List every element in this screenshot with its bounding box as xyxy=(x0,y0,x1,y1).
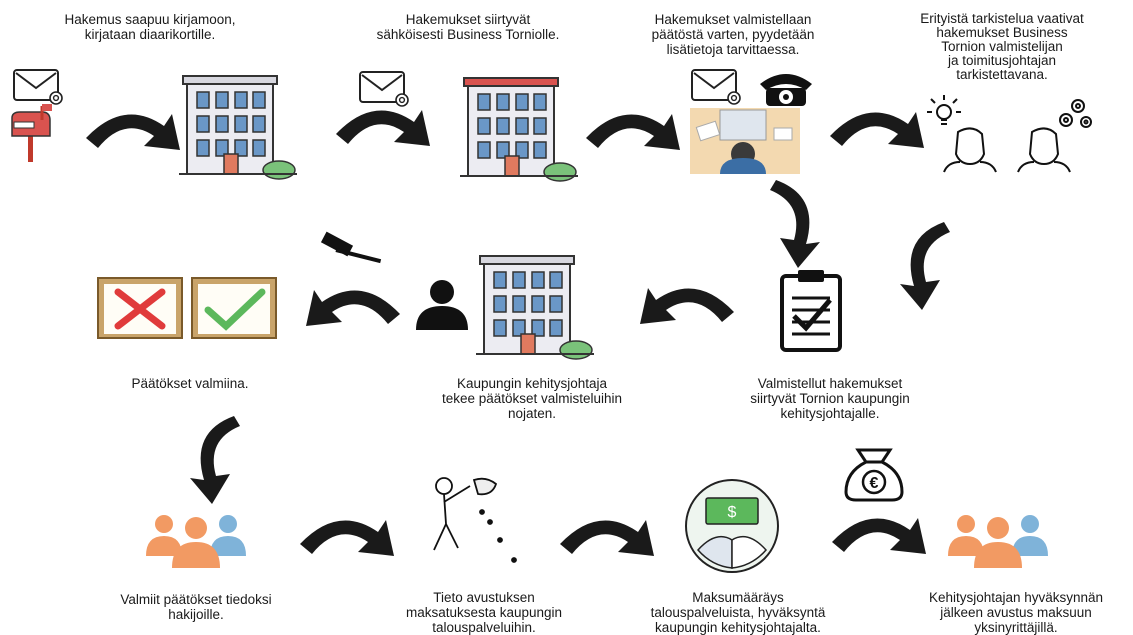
arrow-down-icon xyxy=(190,416,240,504)
step-9-line-2: maksatuksesta kaupungin xyxy=(405,605,563,620)
step-8-caption: Valmiit päätökset tiedoksi hakijoille. xyxy=(120,592,271,622)
step-6-line-2: tekee päätökset valmisteluihin xyxy=(441,391,623,406)
gavel-icon xyxy=(320,231,382,264)
email-icon xyxy=(359,71,409,107)
step-1-line-2: kirjataan diaarikortille. xyxy=(84,27,216,42)
step-2-line-2: sähköisesti Business Torniolle. xyxy=(376,27,560,42)
arrow-right-icon xyxy=(832,518,926,554)
step-4-line-2: hakemukset Business xyxy=(936,25,1068,40)
arrow-right-icon xyxy=(830,112,924,148)
lightbulb-icon xyxy=(927,95,961,125)
step-5-line-3: kehitysjohtajalle. xyxy=(780,406,880,421)
building-icon xyxy=(475,255,595,360)
euro-money-bag-icon: € xyxy=(844,448,904,502)
step-3-line-2: päätöstä varten, pyydetään xyxy=(651,27,815,42)
arrow-right-icon xyxy=(560,520,654,556)
step-6-line-1: Kaupungin kehitysjohtaja xyxy=(456,376,608,391)
step-5-line-1: Valmistellut hakemukset xyxy=(757,376,903,391)
process-artwork: $ € xyxy=(11,69,1092,573)
money-payment-icon: $ xyxy=(685,479,779,573)
step-10-line-1: Maksumääräys xyxy=(692,590,784,605)
step-9-line-3: talouspalveluihin. xyxy=(432,620,536,635)
step-6-caption: Kaupungin kehitysjohtaja tekee päätökset… xyxy=(442,376,622,421)
desk-icon xyxy=(690,108,800,174)
step-4-line-5: tarkistettavana. xyxy=(956,67,1048,82)
step-4-line-4: ja toimitusjohtajan xyxy=(947,53,1057,68)
step-11-caption: Kehitysjohtajan hyväksynnän jälkeen avus… xyxy=(929,590,1103,635)
step-7-line-1: Päätökset valmiina. xyxy=(131,376,249,391)
arrow-right-icon xyxy=(300,520,394,556)
arrow-right-icon xyxy=(336,110,430,146)
step-8-line-1: Valmiit päätökset tiedoksi xyxy=(120,592,272,607)
clipboard-icon xyxy=(780,270,842,352)
step-3-line-1: Hakemukset valmistellaan xyxy=(654,12,812,27)
person-with-money-icon xyxy=(433,477,517,563)
building-icon xyxy=(459,77,579,182)
mailbox-icon xyxy=(11,104,52,162)
step-11-line-1: Kehitysjohtajan hyväksynnän xyxy=(928,590,1104,605)
step-1-caption: Hakemus saapuu kirjamoon, kirjataan diaa… xyxy=(64,12,235,42)
step-4-caption: Erityistä tarkistelua vaativat hakemukse… xyxy=(920,12,1084,82)
arrow-down-icon xyxy=(770,180,820,268)
people-group-icon xyxy=(146,515,246,568)
step-4-line-3: Tornion valmistelijan xyxy=(941,39,1063,54)
dollar-symbol: $ xyxy=(728,504,737,521)
approved-clipboard-icon xyxy=(191,277,277,339)
gears-icon xyxy=(1059,99,1092,128)
step-9-line-1: Tieto avustuksen xyxy=(433,590,535,605)
email-icon xyxy=(691,69,741,105)
step-4-line-1: Erityistä tarkistelua vaativat xyxy=(920,11,1084,26)
step-2-line-1: Hakemukset siirtyvät xyxy=(405,12,531,27)
step-11-line-3: yksinyrittäjillä. xyxy=(974,620,1058,635)
telephone-icon xyxy=(760,74,812,106)
person-outline-icon xyxy=(1017,127,1071,173)
step-3-line-3: lisätietoja tarvittaessa. xyxy=(666,42,800,57)
step-10-line-2: talouspalveluista, hyväksyntä xyxy=(650,605,826,620)
euro-symbol: € xyxy=(870,475,879,492)
step-1-line-1: Hakemus saapuu kirjamoon, xyxy=(64,12,236,27)
arrow-right-icon xyxy=(86,114,180,150)
step-10-line-3: kaupungin kehitysjohtajalta. xyxy=(655,620,821,635)
person-outline-icon xyxy=(943,127,997,173)
step-5-line-2: siirtyvät Tornion kaupungin xyxy=(750,391,910,406)
people-group-icon xyxy=(948,515,1048,568)
email-icon xyxy=(13,69,63,105)
step-2-caption: Hakemukset siirtyvät sähköisesti Busines… xyxy=(377,12,560,42)
step-5-caption: Valmistellut hakemukset siirtyvät Tornio… xyxy=(750,376,910,421)
step-11-line-2: jälkeen avustus maksuun xyxy=(940,605,1092,620)
step-9-caption: Tieto avustuksen maksatuksesta kaupungin… xyxy=(406,590,562,635)
step-3-caption: Hakemukset valmistellaan päätöstä varten… xyxy=(652,12,815,57)
step-7-caption: Päätökset valmiina. xyxy=(131,376,248,391)
step-10-caption: Maksumääräys talouspalveluista, hyväksyn… xyxy=(651,590,826,635)
step-8-line-2: hakijoille. xyxy=(168,607,224,622)
arrow-left-icon xyxy=(306,290,400,326)
arrow-down-left-icon xyxy=(900,222,950,310)
rejected-clipboard-icon xyxy=(97,277,183,339)
arrow-right-icon xyxy=(586,114,680,150)
step-6-line-3: nojaten. xyxy=(507,406,557,421)
arrow-left-icon xyxy=(640,288,734,324)
person-silhouette-icon xyxy=(416,280,468,330)
building-icon xyxy=(178,75,298,180)
